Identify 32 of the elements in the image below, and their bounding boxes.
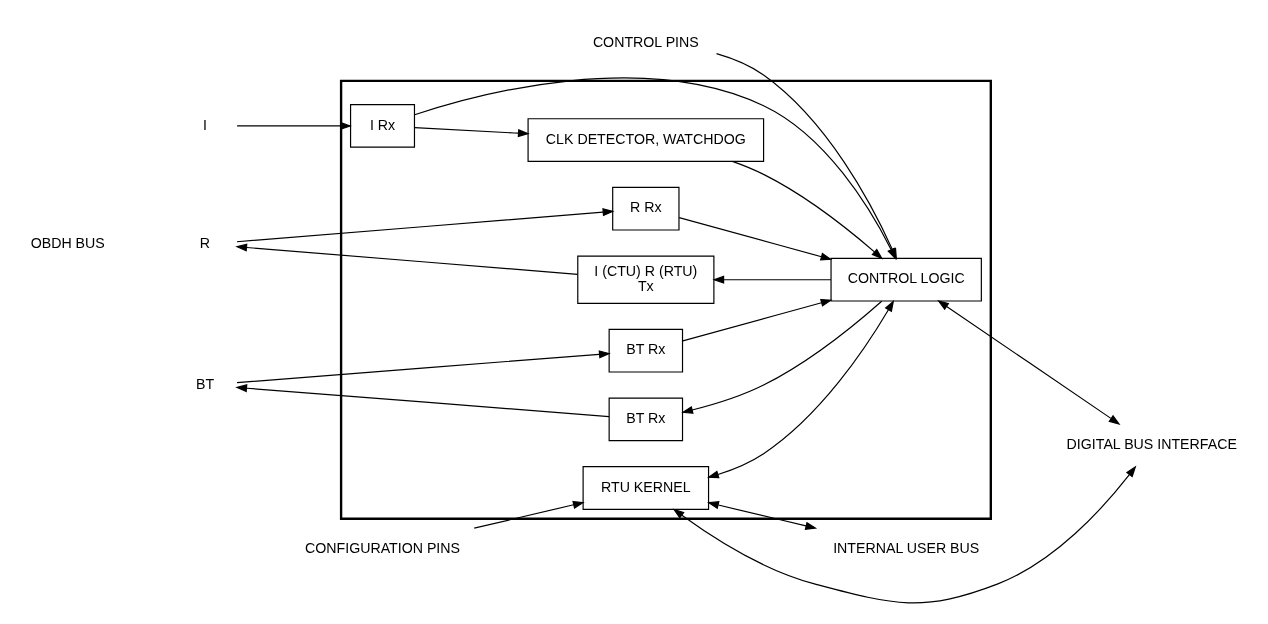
arrow bbox=[707, 500, 818, 530]
arrow bbox=[707, 299, 895, 478]
node-text: R bbox=[199, 234, 211, 251]
arrow bbox=[236, 349, 611, 383]
node-box: I (CTU) R (RTU) Tx bbox=[577, 254, 715, 304]
node-text: INTERNAL USER BUS bbox=[833, 539, 980, 556]
arrow bbox=[236, 121, 352, 130]
node-box: I Rx bbox=[350, 103, 416, 148]
arrow bbox=[681, 300, 883, 414]
label: OBDH BUS bbox=[30, 234, 105, 251]
arrow bbox=[414, 126, 530, 137]
node-text: CONTROL PINS bbox=[592, 33, 699, 50]
node-box: CLK DETECTOR, WATCHDOG bbox=[527, 117, 765, 162]
node-box: BT Rx bbox=[608, 397, 684, 441]
node-box: CONTROL LOGIC bbox=[830, 257, 982, 302]
node-text: CONFIGURATION PINS bbox=[305, 539, 461, 556]
node-text: DIGITAL BUS INTERFACE bbox=[1066, 435, 1237, 452]
node-box: R Rx bbox=[612, 186, 680, 231]
node-text: I bbox=[203, 116, 207, 133]
arrow bbox=[473, 500, 585, 529]
node-box: BT Rx bbox=[608, 328, 684, 373]
arrow bbox=[682, 298, 833, 341]
node-box: RTU KERNEL bbox=[582, 465, 710, 510]
arrow bbox=[236, 207, 615, 242]
arrow bbox=[712, 275, 832, 284]
arrow bbox=[937, 299, 1121, 425]
arrow bbox=[672, 465, 1137, 603]
node-text: BT bbox=[195, 375, 215, 392]
arrow bbox=[678, 216, 833, 261]
arrow bbox=[731, 160, 884, 259]
arrow bbox=[235, 242, 579, 275]
arrow bbox=[235, 383, 610, 417]
